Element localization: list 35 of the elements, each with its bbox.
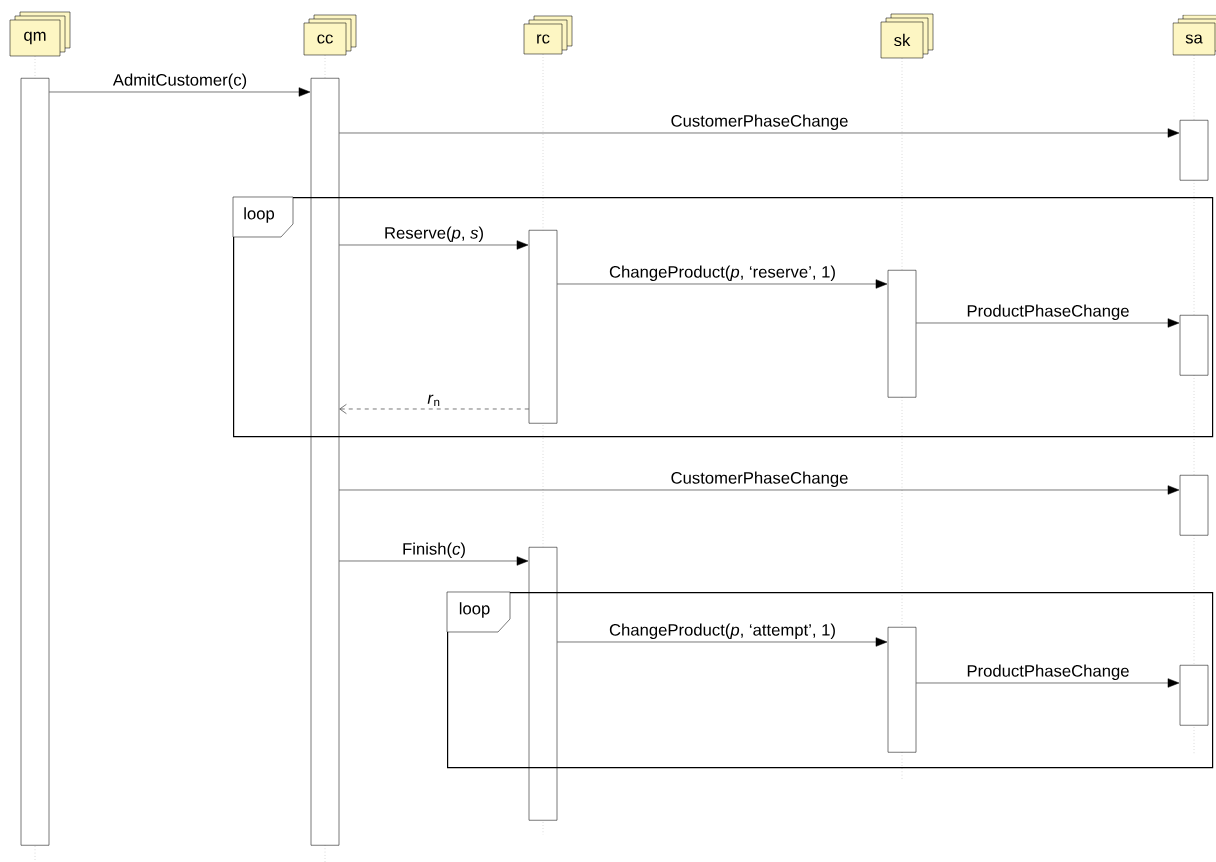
message-label: CustomerPhaseChange (669, 470, 850, 489)
message-arrow (339, 404, 529, 414)
message-arrow (49, 87, 311, 97)
activation-bar (1179, 120, 1209, 181)
message-label: Reserve(p, s) (382, 225, 486, 244)
message-label: ProductPhaseChange (965, 303, 1131, 322)
activation-bar (1179, 315, 1209, 376)
participant-box: qm (9, 11, 71, 57)
message-label: Finish(c) (400, 541, 468, 560)
message-arrow (557, 279, 888, 289)
message-arrow (557, 637, 888, 647)
message-arrow (339, 485, 1180, 495)
activation-bar (887, 270, 917, 398)
message-label: ChangeProduct(p, ‘reserve’, 1) (607, 264, 838, 283)
participant-box: cc (303, 14, 357, 56)
activation-bar (528, 230, 558, 424)
participant-box: sa (1172, 14, 1216, 56)
message-label: AdmitCustomer(c) (111, 72, 249, 91)
message-label: r$_{n}$ (426, 393, 442, 408)
participant-box: sk (880, 13, 934, 59)
activation-bar (1179, 665, 1209, 726)
message-label: CustomerPhaseChange (669, 113, 850, 132)
message-arrow (916, 318, 1180, 328)
message-arrow (339, 240, 529, 250)
message-arrow (339, 556, 529, 566)
message-arrow (339, 128, 1180, 138)
message-label: ProductPhaseChange (965, 663, 1131, 682)
message-arrow (916, 678, 1180, 688)
activation-bar (887, 627, 917, 753)
message-label: ChangeProduct(p, ‘attempt’, 1) (607, 622, 838, 641)
activation-bar (1179, 475, 1209, 536)
activation-bar (20, 78, 50, 846)
participant-box: rc (523, 15, 573, 55)
activation-bar (310, 78, 340, 846)
activation-bar (528, 547, 558, 821)
